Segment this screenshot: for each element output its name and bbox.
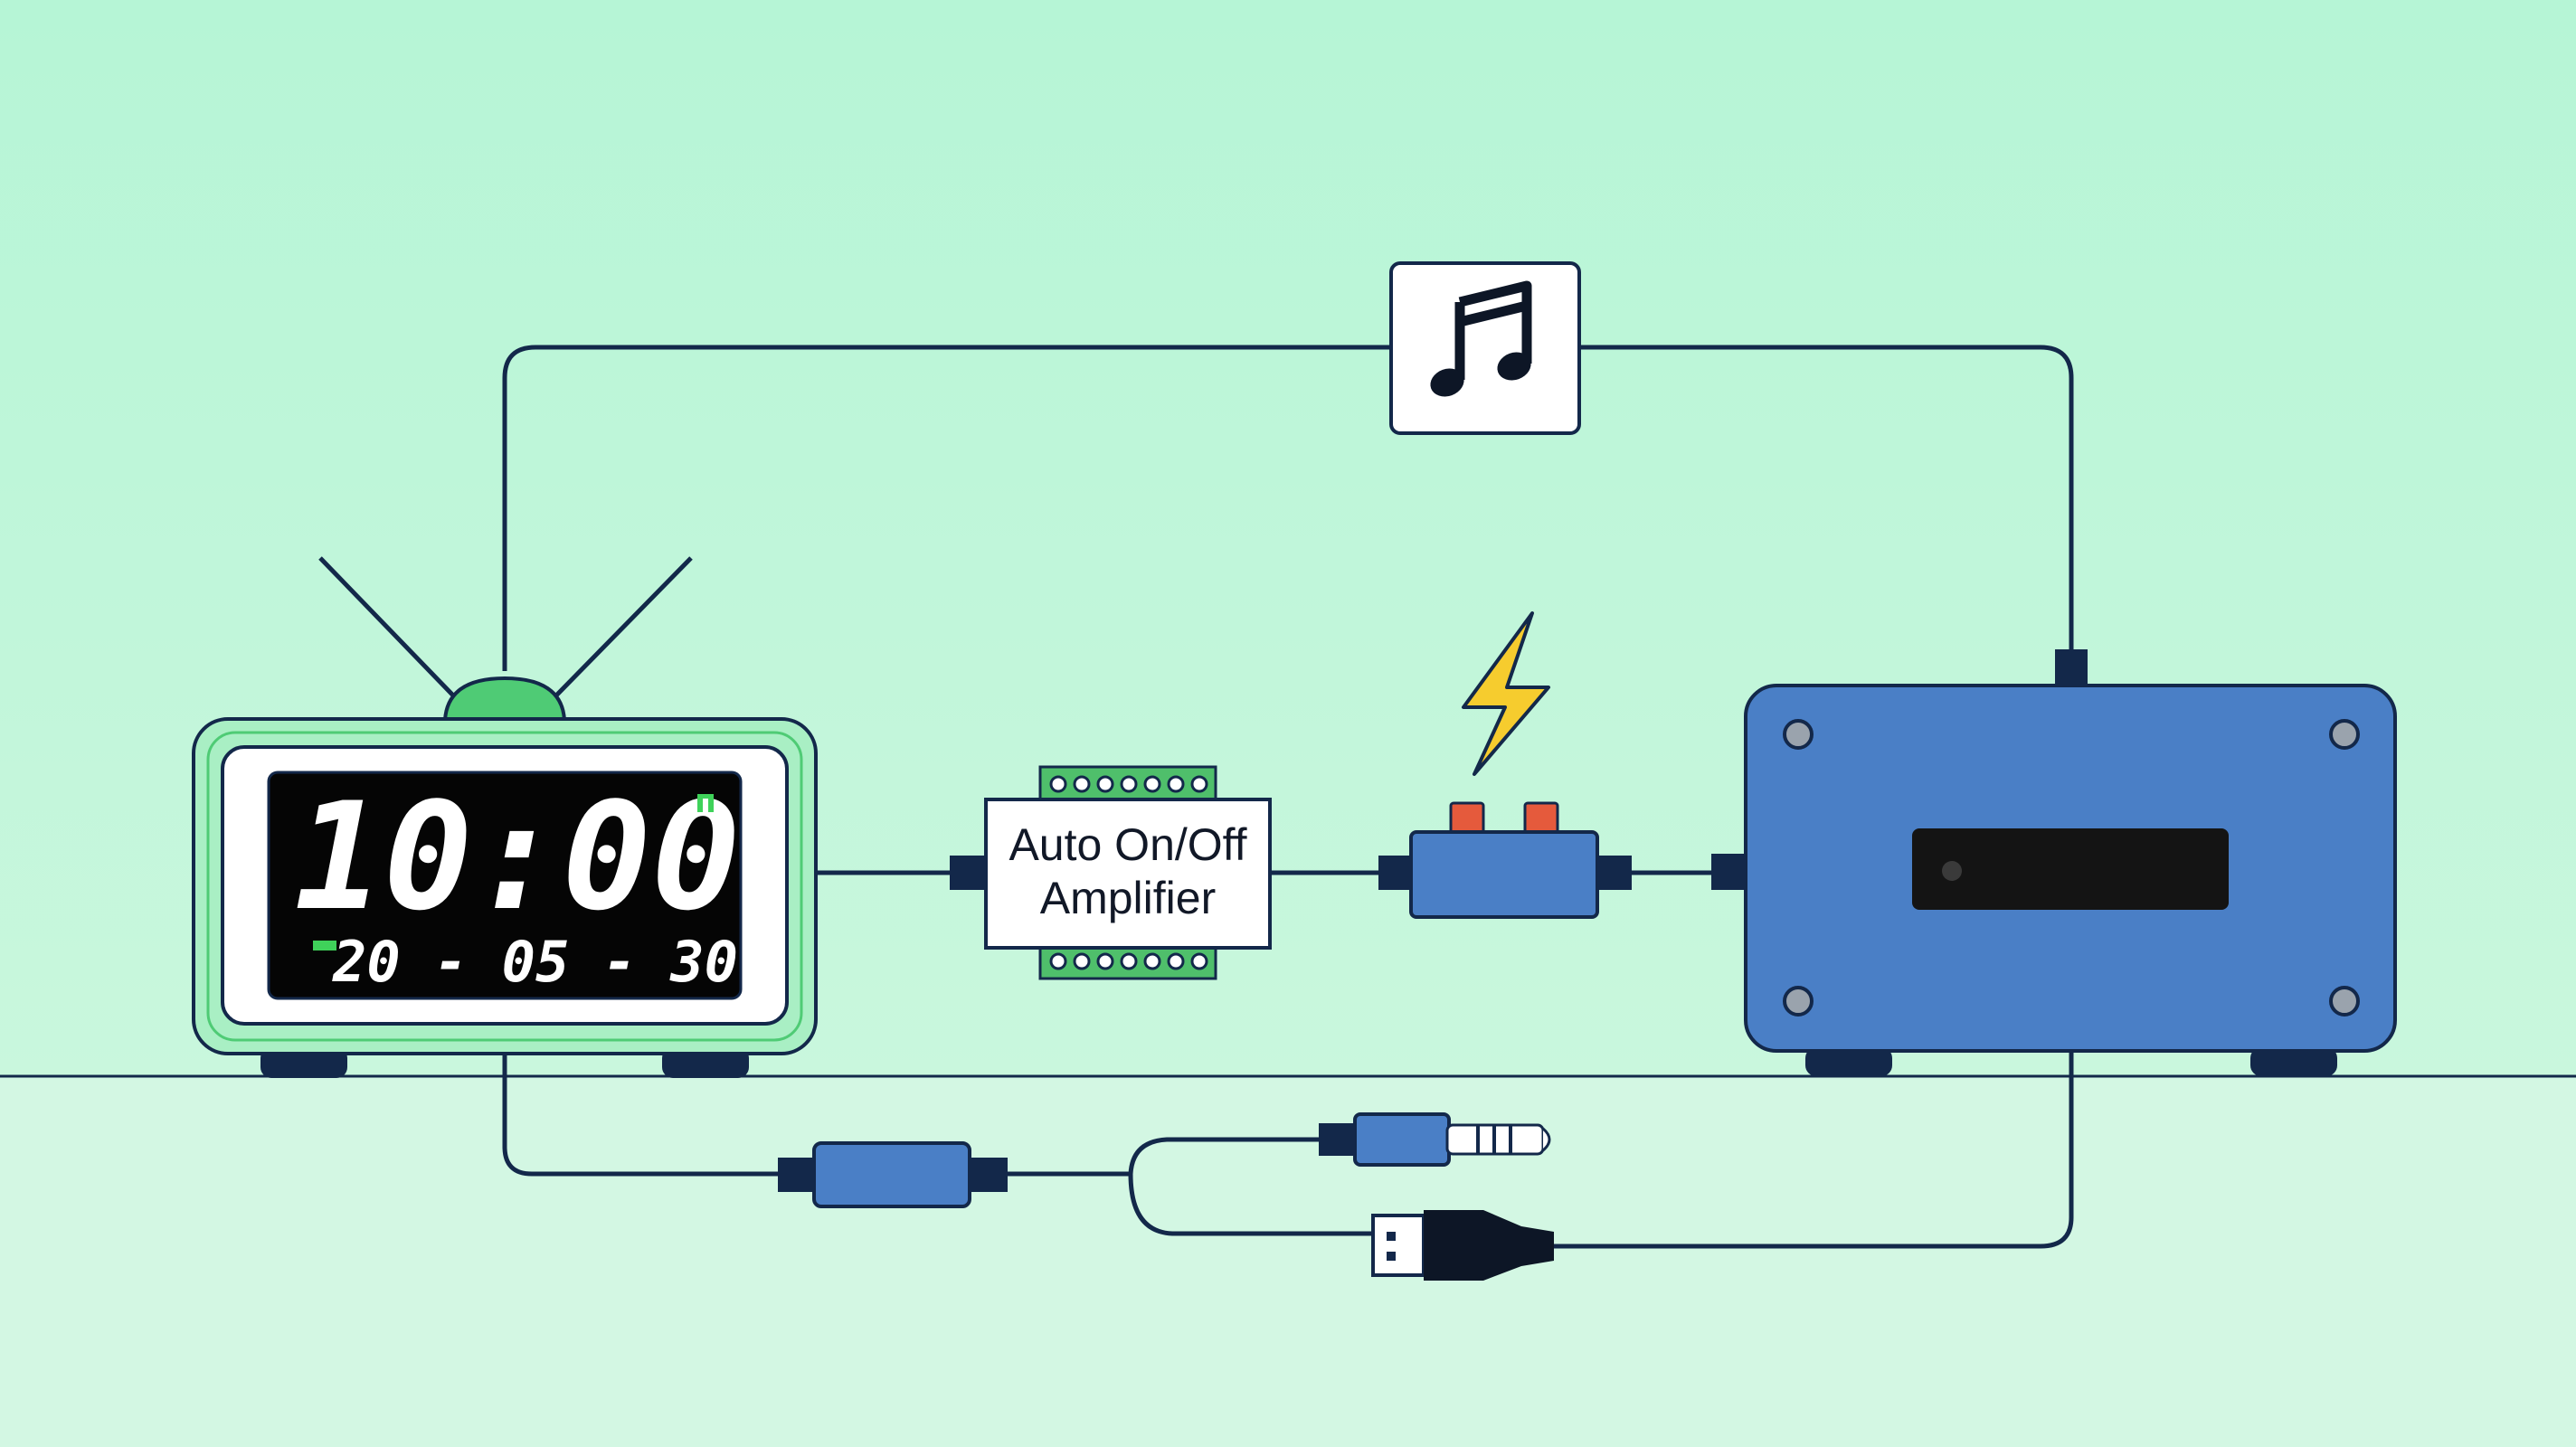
usb-plug-icon xyxy=(1371,1210,1554,1281)
speaker-display-slot xyxy=(1912,828,2229,910)
amplifier-pins-bottom xyxy=(1049,952,1208,970)
lightning-bolt-icon xyxy=(1462,611,1550,776)
speaker-power-led xyxy=(1942,861,1962,881)
inline-adapter xyxy=(778,1141,1008,1208)
power-switch-module xyxy=(1378,801,1632,919)
clock-display xyxy=(267,771,743,1000)
screw xyxy=(1783,719,1814,750)
header-pin xyxy=(1120,775,1138,793)
header-pin xyxy=(1190,775,1208,793)
amplifier-input-connector xyxy=(950,856,988,890)
speaker-foot-left xyxy=(1805,1047,1892,1076)
header-pin xyxy=(1190,952,1208,970)
clock-antenna xyxy=(318,556,693,698)
top-audio-cable xyxy=(502,345,2074,671)
header-pin xyxy=(1049,952,1067,970)
speaker-foot-right xyxy=(2250,1047,2337,1076)
amplifier-module: Auto On/Off Amplifier xyxy=(984,765,1272,980)
amplifier-label-line1: Auto On/Off xyxy=(1009,819,1246,870)
pm-indicator xyxy=(697,794,714,812)
amplifier-pins-top xyxy=(1049,775,1208,793)
header-pin xyxy=(1143,775,1161,793)
splitter-cable xyxy=(1008,1137,1375,1236)
clock-bottom-cable xyxy=(502,1054,778,1177)
speaker-bottom-cable xyxy=(1554,1051,2074,1249)
floor xyxy=(0,1076,2576,1447)
header-pin xyxy=(1143,952,1161,970)
speaker-box xyxy=(1744,684,2397,1053)
speaker-input-connector xyxy=(1711,854,1747,890)
screw xyxy=(1783,986,1814,1017)
clock-date: 20 - 05 - 30 xyxy=(332,929,738,995)
alarm-indicator xyxy=(313,941,336,950)
header-pin xyxy=(1167,775,1185,793)
digital-clock: 10:00 20 - 05 - 30 xyxy=(192,717,818,1055)
screw xyxy=(2329,719,2360,750)
audio-jack-3-5mm-icon xyxy=(1319,1112,1551,1167)
header-pin xyxy=(1073,952,1091,970)
header-pin xyxy=(1049,775,1067,793)
music-note-icon xyxy=(1389,261,1581,435)
header-pin xyxy=(1120,952,1138,970)
screw xyxy=(2329,986,2360,1017)
speaker-top-connector xyxy=(2055,649,2088,686)
clock-top-button xyxy=(442,676,567,722)
header-pin xyxy=(1167,952,1185,970)
clock-time: 10:00 xyxy=(294,771,741,943)
amplifier-label-line2: Amplifier xyxy=(1040,873,1216,923)
header-pin xyxy=(1096,952,1114,970)
header-pin xyxy=(1096,775,1114,793)
header-pin xyxy=(1073,775,1091,793)
